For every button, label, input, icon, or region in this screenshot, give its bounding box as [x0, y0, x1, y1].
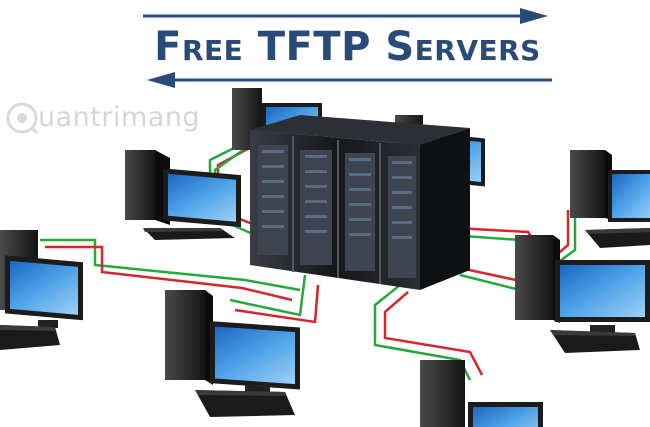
cable-green	[40, 238, 301, 292]
cable-green	[229, 274, 307, 317]
desktop-computer-icon	[570, 150, 650, 248]
page-title: Free TFTP Servers	[154, 24, 541, 70]
desktop-computer-icon	[165, 290, 300, 417]
cable-red	[45, 245, 293, 302]
arrow-right-icon	[143, 8, 548, 24]
arrow-left-icon	[147, 72, 552, 88]
watermark-text: uantrimang	[38, 102, 201, 133]
desktop-computer-icon	[0, 230, 83, 350]
cable-red	[383, 291, 484, 376]
watermark: uantrimang	[38, 98, 200, 138]
cable-red	[234, 284, 320, 324]
quantrimang-logo-icon	[6, 102, 39, 135]
server-rack-icon	[250, 115, 470, 290]
desktop-computer-icon	[515, 235, 650, 353]
desktop-computer-icon	[420, 360, 543, 427]
desktop-computer-icon	[125, 150, 241, 240]
